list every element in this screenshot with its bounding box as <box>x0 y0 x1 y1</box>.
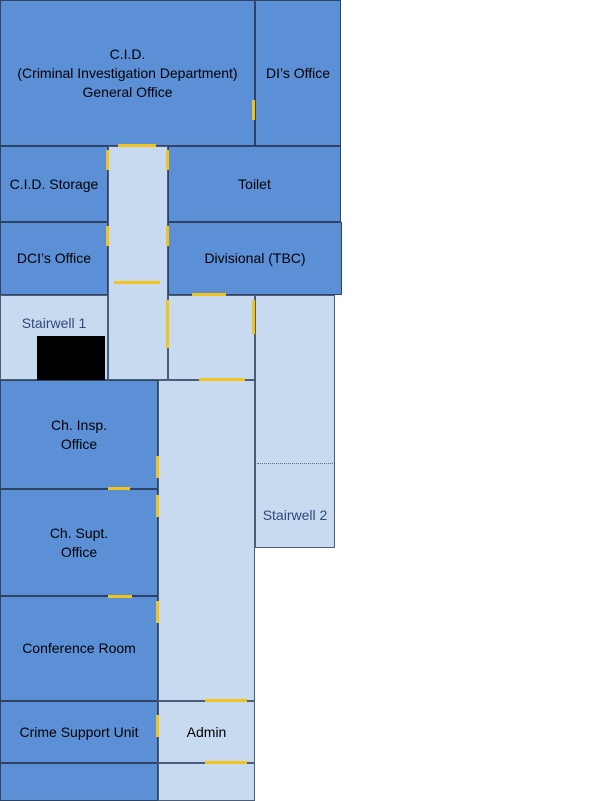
door-ch-insp-bottom <box>108 487 130 490</box>
room-label-ch-supt-office: Ch. Supt. Office <box>49 524 109 560</box>
door-landing-left <box>166 300 169 348</box>
room-label-divisional: Divisional (TBC) <box>204 250 306 266</box>
corridor-bottom <box>158 763 255 801</box>
room-divisional: Divisional (TBC) <box>168 222 342 295</box>
door-landing-right <box>252 300 255 334</box>
room-label-ch-insp-office: Ch. Insp. Office <box>50 416 108 452</box>
stairwell-1-void <box>37 336 105 380</box>
room-label-cid-general-office: C.I.D. (Criminal Investigation Departmen… <box>17 45 238 100</box>
door-dci-office <box>106 226 109 246</box>
room-cid-general-office: C.I.D. (Criminal Investigation Departmen… <box>0 0 255 146</box>
room-conference-room: Conference Room <box>0 596 158 701</box>
room-dci-office: DCI’s Office <box>0 222 108 295</box>
room-label-conference-room: Conference Room <box>22 640 136 656</box>
room-label-crime-support-unit: Crime Support Unit <box>19 723 139 740</box>
room-label-stairwell-1: Stairwell 1 <box>21 315 87 331</box>
room-unlabeled-bottom-left <box>0 763 158 801</box>
door-cid-general-to-di <box>252 100 255 120</box>
room-stairwell-2: Stairwell 2 <box>255 295 335 548</box>
door-ch-insp-office <box>156 456 159 478</box>
room-ch-insp-office: Ch. Insp. Office <box>0 380 158 489</box>
door-ch-supt-bottom <box>108 595 132 598</box>
room-label-admin: Admin <box>186 723 227 740</box>
room-di-office: DI’s Office <box>255 0 341 146</box>
room-admin: Admin <box>158 701 255 763</box>
door-toilet-top <box>166 150 169 170</box>
door-conference-room <box>156 601 159 623</box>
door-landing-bottom <box>199 378 245 381</box>
corridor-upper-vertical <box>108 146 168 380</box>
room-cid-storage: C.I.D. Storage <box>0 146 108 222</box>
door-crime-support-unit <box>156 715 159 737</box>
door-corridor-top <box>118 144 156 147</box>
room-toilet: Toilet <box>168 146 341 222</box>
room-ch-supt-office: Ch. Supt. Office <box>0 489 158 596</box>
room-label-stairwell-2: Stairwell 2 <box>262 507 328 523</box>
door-cid-storage-top <box>106 150 109 170</box>
room-label-toilet: Toilet <box>238 175 271 192</box>
room-label-di-office: DI’s Office <box>265 64 331 81</box>
door-admin-top <box>205 699 247 702</box>
door-corridor-landing <box>114 281 160 284</box>
corridor-main <box>158 380 255 701</box>
door-divisional-bottom <box>192 293 226 296</box>
door-ch-supt-office <box>156 495 159 517</box>
corridor-landing <box>168 295 255 380</box>
room-label-cid-storage: C.I.D. Storage <box>9 175 99 192</box>
door-divisional-left <box>166 226 169 246</box>
room-crime-support-unit: Crime Support Unit <box>0 701 158 763</box>
room-label-dci-office: DCI’s Office <box>16 250 92 266</box>
door-admin-bottom <box>205 761 247 764</box>
stairwell-2-divider <box>257 463 333 464</box>
